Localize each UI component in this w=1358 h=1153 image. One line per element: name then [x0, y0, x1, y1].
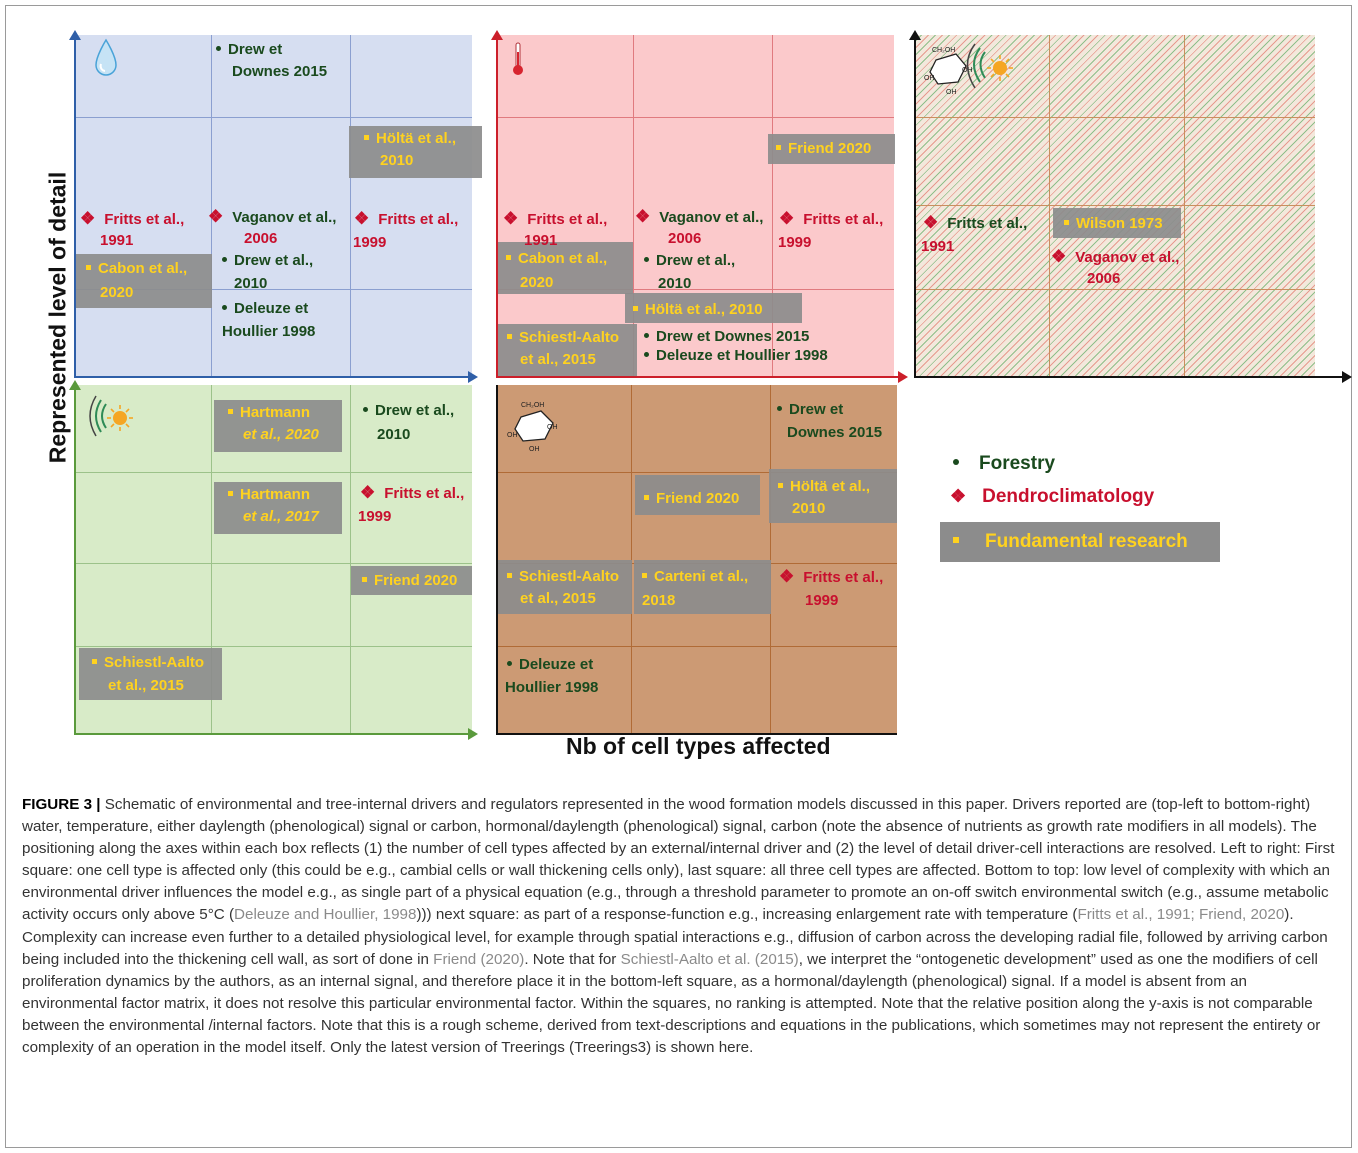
temp-drew2010: Drew et al., [644, 250, 735, 272]
citation-link[interactable]: Fritts et al., 1991; Friend, 2020 [1077, 906, 1285, 924]
horm-hartmann17: Hartmann [228, 484, 310, 506]
temp-vaganov-year: 2006 [668, 230, 702, 247]
horm-friend: Friend 2020 [362, 570, 457, 592]
water-fritts91: ❖Fritts et al., [80, 209, 185, 228]
water-fritts99: ❖Fritts et al., [354, 209, 459, 228]
temp-vaganov: ❖Vaganov et al., [635, 207, 764, 226]
water-fritts99-year: 1999 [353, 234, 387, 251]
carb-deleuze: Deleuze et [507, 654, 593, 676]
carb-schiestl-year: et al., 2015 [520, 590, 596, 607]
water-drew2010: Drew et al., [222, 250, 313, 272]
water-drop-icon [95, 38, 117, 76]
water-holtta-year: 2010 [380, 152, 414, 169]
water-vaganov: ❖Vaganov et al., [208, 207, 337, 226]
water-fritts91-year: 1991 [100, 232, 134, 249]
water-drew2010-year: 2010 [234, 275, 268, 292]
temp-fritts91: ❖Fritts et al., [503, 209, 608, 228]
svg-text:OH: OH [946, 89, 957, 96]
carb-carteni: Carteni et al., [642, 566, 748, 588]
water-vaganov-year: 2006 [244, 230, 278, 247]
dc-fritts91-year: 1991 [921, 238, 955, 255]
panel-carbon [497, 385, 897, 734]
temp-drew-downes: Drew et Downes 2015 [644, 326, 809, 348]
carb-fritts99: ❖Fritts et al., [779, 567, 884, 586]
svg-text:OH: OH [507, 432, 518, 439]
horm-schiestl: Schiestl-Aalto [92, 652, 204, 674]
temp-deleuze: Deleuze et Houllier 1998 [644, 345, 828, 367]
temp-fritts99: ❖Fritts et al., [779, 209, 884, 228]
carb-drew-downes-year: Downes 2015 [787, 424, 883, 441]
svg-text:OH: OH [529, 446, 540, 453]
temp-cabon-year: 2020 [520, 274, 554, 291]
water-cabon-year: 2020 [100, 284, 134, 301]
water-drew-downes: Drew et [216, 39, 282, 61]
legend-dendroclimatology: ❖Dendroclimatology [950, 486, 1155, 507]
horm-drew2010: Drew et al., [363, 400, 454, 422]
figure-label: FIGURE 3 | [22, 796, 101, 813]
dc-fritts91: ❖Fritts et al., [923, 213, 1028, 232]
citation-link[interactable]: Schiestl-Aalto et al. (2015) [620, 950, 799, 968]
horm-hartmann20-year: et al., 2020 [243, 426, 319, 443]
temp-schiestl-year: et al., 2015 [520, 351, 596, 368]
water-cabon: Cabon et al., [86, 258, 187, 280]
legend-fundamental-box [940, 522, 1220, 562]
temp-fritts99-year: 1999 [778, 234, 812, 251]
water-deleuze-year: Houllier 1998 [222, 323, 316, 340]
horm-schiestl-year: et al., 2015 [108, 677, 184, 694]
thermometer-icon [513, 42, 523, 75]
carb-friend: Friend 2020 [644, 488, 739, 510]
citation-link[interactable]: Friend (2020) [433, 950, 525, 968]
temp-drew2010-year: 2010 [658, 275, 692, 292]
citation-link[interactable]: Deleuze and Houllier, 1998 [234, 906, 417, 924]
panel-water [75, 35, 482, 376]
carb-deleuze-year: Houllier 1998 [505, 679, 599, 696]
horm-fritts99: ❖Fritts et al., [360, 483, 465, 502]
carb-fritts99-year: 1999 [805, 592, 839, 609]
legend-forestry: Forestry [953, 453, 1055, 475]
sun-signal-icon [89, 395, 133, 437]
horm-hartmann20: Hartmann [228, 402, 310, 424]
figure-caption: FIGURE 3 | Schematic of environmental an… [22, 796, 1335, 1057]
horm-drew2010-year: 2010 [377, 426, 411, 443]
carb-schiestl: Schiestl-Aalto [507, 566, 619, 588]
svg-text:OH: OH [547, 424, 558, 431]
svg-text:CH₂OH: CH₂OH [932, 47, 955, 54]
carb-drew-downes: Drew et [777, 399, 843, 421]
carb-holtta-year: 2010 [792, 500, 826, 517]
horm-fritts99-year: 1999 [358, 508, 392, 525]
temp-fritts91-year: 1991 [524, 232, 558, 249]
carb-holtta: Höltä et al., [778, 476, 870, 498]
svg-text:CH₂OH: CH₂OH [521, 402, 544, 409]
water-drew-downes-year: Downes 2015 [232, 63, 328, 80]
glucose-icon: CH₂OH OH OH OH [507, 402, 558, 453]
x-axis-label: Nb of cell types affected [566, 733, 831, 759]
panel-daylength-or-carbon [915, 35, 1315, 376]
dc-wilson: Wilson 1973 [1064, 213, 1163, 235]
water-holtta: Höltä et al., [364, 128, 456, 150]
water-deleuze: Deleuze et [222, 298, 308, 320]
dc-vaganov: ❖Vaganov et al., [1051, 247, 1180, 266]
y-axis-label: Represented level of detail [44, 171, 71, 464]
svg-text:OH: OH [924, 75, 935, 82]
temp-holtta: Höltä et al., 2010 [633, 299, 763, 321]
legend-fundamental: Fundamental research [953, 531, 1188, 553]
panel-hormonal [75, 385, 472, 734]
carb-carteni-year: 2018 [642, 592, 676, 609]
temp-cabon: Cabon et al., [506, 248, 607, 270]
panel-temperature [497, 35, 895, 378]
temp-schiestl: Schiestl-Aalto [507, 327, 619, 349]
figure-frame [5, 5, 1352, 1148]
dc-vaganov-year: 2006 [1087, 270, 1121, 287]
temp-friend: Friend 2020 [776, 138, 871, 160]
carbon-sun-icon: CH₂OH OH OH OH [924, 43, 1013, 96]
horm-hartmann17-year: et al., 2017 [243, 508, 319, 525]
